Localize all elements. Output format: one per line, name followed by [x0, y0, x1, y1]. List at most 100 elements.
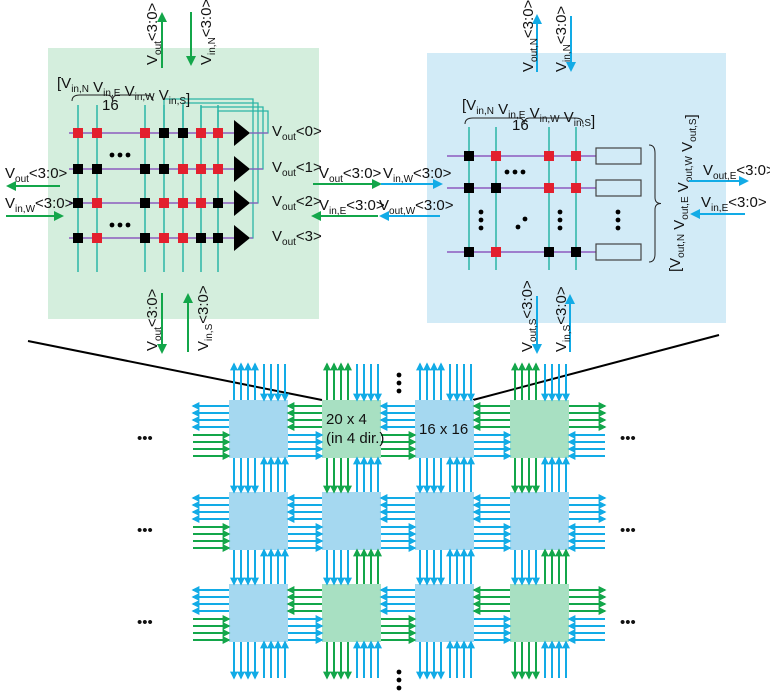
- switch-off: [213, 233, 223, 243]
- zoom-line-right: [472, 334, 720, 401]
- grid-cell-r2-c1-green: [322, 584, 381, 642]
- label-bus: <3:0>: [144, 288, 161, 327]
- amplifier-icon: [234, 120, 250, 146]
- output-vector-label: [Vout,N Vout,E Vout,W Vout,S]: [667, 114, 700, 272]
- label-base: V: [379, 197, 389, 214]
- output-label-2: Vout<2>: [272, 193, 322, 213]
- label-base: V: [144, 341, 161, 351]
- ellipsis-dots: [512, 169, 518, 175]
- input-vector-label: [Vin,N Vin,E Vin,W Vin,S]: [57, 75, 190, 108]
- readout-box: [595, 179, 642, 197]
- label-subscript: in,E: [103, 88, 121, 99]
- label-bus: <3:0>: [736, 162, 770, 179]
- right-panel: [Vin,N Vin,E Vin,W Vin,S]16[Vout,N Vout,…: [447, 0, 770, 354]
- label-subscript: in,N: [207, 37, 218, 55]
- grid-cell-r1-c3-blue: [510, 492, 569, 550]
- switch-off: [140, 233, 150, 243]
- vout-n-label: Vout,N<3:0>: [520, 0, 540, 72]
- vout-e-label: Vout,E<3:0>: [703, 162, 770, 182]
- switch-on: [159, 198, 169, 208]
- label-base: V: [272, 228, 282, 245]
- switch-off: [491, 183, 501, 193]
- label-subscript: in,S: [204, 323, 215, 341]
- label-bus: <2>: [296, 193, 322, 210]
- ellipsis-dots: [615, 225, 621, 231]
- bracket-close: ]: [591, 113, 595, 130]
- grid-cell-r1-c2-blue: [415, 492, 474, 550]
- bracket-close: ]: [683, 114, 700, 118]
- label-subscript: out: [329, 174, 343, 185]
- switch-on: [178, 233, 188, 243]
- label-base: V: [671, 220, 688, 234]
- ellipsis-dots: [615, 217, 621, 223]
- label-subscript: in,W: [135, 92, 156, 103]
- cell-size-label: 20 x 4: [326, 411, 367, 428]
- switch-on: [544, 151, 554, 161]
- label-subscript: in,W: [15, 204, 36, 215]
- switch-on: [159, 233, 169, 243]
- ellipsis-dots: [125, 152, 131, 158]
- output-label-0: Vout<0>: [272, 123, 322, 143]
- label-subscript: in,W: [393, 174, 414, 185]
- label-base: V: [61, 75, 71, 92]
- switch-on: [178, 198, 188, 208]
- switch-on: [140, 128, 150, 138]
- label-base: V: [701, 194, 711, 211]
- vin-w-label: Vin,W<3:0>: [5, 195, 74, 215]
- label-subscript: in,N: [562, 44, 573, 62]
- label-subscript: out: [153, 327, 164, 341]
- ellipsis-right: •••: [620, 430, 636, 447]
- grid-cell-r2-c3-green: [510, 584, 569, 642]
- label-subscript: out,S: [688, 118, 699, 142]
- ellipsis-dots: [125, 222, 131, 228]
- label-subscript: in,S: [169, 96, 187, 107]
- switch-off: [73, 233, 83, 243]
- switch-off: [140, 164, 150, 174]
- switch-off: [159, 128, 169, 138]
- label-subscript: out: [282, 132, 296, 143]
- cell-size-label: 16 x 16: [419, 421, 468, 438]
- label-subscript: in,E: [711, 203, 729, 214]
- switch-off: [159, 164, 169, 174]
- readout-box: [595, 243, 642, 261]
- switch-off: [73, 164, 83, 174]
- label-subscript: in,E: [329, 206, 347, 217]
- vin-e-left-label: Vin,E<3:0>: [319, 197, 385, 217]
- label-subscript: in,E: [508, 110, 526, 121]
- ellipsis-bottom: [396, 685, 402, 691]
- label-base: V: [383, 165, 393, 182]
- vout-w-right-label: Vout,W<3:0>: [379, 197, 454, 217]
- vout-top-label: Vout<3:0>: [144, 2, 164, 65]
- label-bus: <3:0>: [144, 2, 161, 41]
- label-base: V: [466, 97, 476, 114]
- diagonal-dot: [522, 216, 528, 222]
- ellipsis-dots: [557, 209, 563, 215]
- ellipsis-dots: [117, 152, 123, 158]
- diagonal-dot: [515, 224, 521, 230]
- ellipsis-left: •••: [137, 430, 153, 447]
- grid-cell-r1-c0-blue: [229, 492, 288, 550]
- amplifier-icon: [234, 225, 250, 251]
- ellipsis-dots: [109, 222, 115, 228]
- amplifier-icon: [234, 156, 250, 182]
- vin-w-right-label: Vin,W<3:0>: [383, 165, 452, 185]
- cell-size-label: (in 4 dir.): [326, 430, 384, 447]
- input-brace: [71, 94, 154, 102]
- vout-bottom-label: Vout<3:0>: [144, 288, 164, 351]
- label-base: V: [553, 342, 570, 352]
- label-bus: <3:0>: [553, 6, 570, 45]
- switch-on: [213, 164, 223, 174]
- label-subscript: out: [282, 202, 296, 213]
- vin-s-label: Vin,S<3:0>: [195, 285, 215, 351]
- amplifier-icon: [234, 190, 250, 216]
- label-base: V: [494, 101, 508, 118]
- bracket-open: [: [667, 267, 684, 272]
- switch-on: [92, 128, 102, 138]
- label-base: V: [675, 182, 692, 196]
- label-bus: <3:0>: [553, 286, 570, 325]
- grid-cell-r0-c3-green: [510, 400, 569, 458]
- ellipsis-dots: [615, 209, 621, 215]
- ellipsis-bottom: [396, 669, 402, 675]
- label-subscript: in,S: [562, 324, 573, 342]
